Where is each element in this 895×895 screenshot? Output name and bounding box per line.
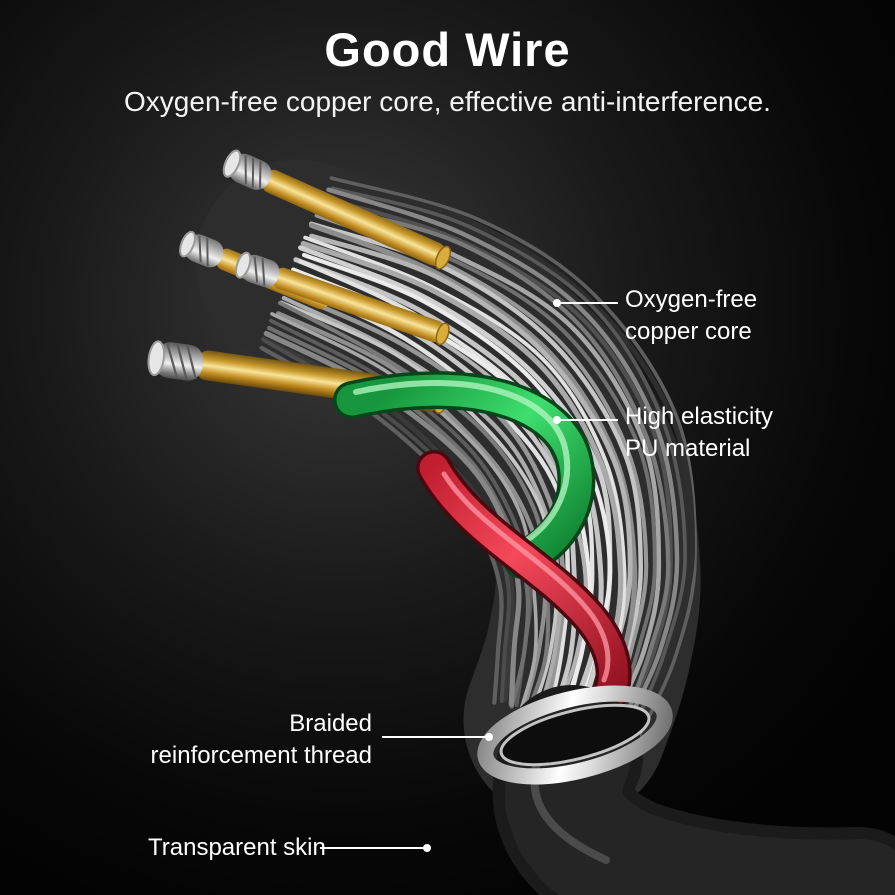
leader-dot-transparent-skin — [423, 844, 431, 852]
red-pu-wire — [416, 450, 632, 720]
callout-braided-thread-line2: reinforcement thread — [150, 742, 372, 769]
callout-copper-core-line2: copper core — [625, 318, 752, 345]
callout-braided-thread-line1: Braided — [289, 710, 372, 737]
leader-dot-braided-thread — [485, 733, 493, 741]
cable-strand — [283, 289, 567, 718]
cable-strand — [330, 186, 687, 738]
cable-strand — [322, 203, 671, 738]
copper-wire-1 — [222, 149, 452, 270]
callout-transparent-skin: Transparent skin — [148, 832, 326, 864]
callout-copper-core-line1: Oxygen-free — [625, 286, 758, 313]
callout-pu-material-line1: High elasticity — [625, 403, 774, 430]
leader-dot-copper-core — [553, 299, 561, 307]
page-subtitle: Oxygen-free copper core, effective anti-… — [124, 86, 771, 117]
callout-pu-material-line2: PU material — [625, 435, 751, 462]
cable-strand — [270, 312, 538, 710]
leader-dot-pu-material — [553, 416, 561, 424]
cable-strand — [276, 311, 548, 708]
skin-collar-ring — [477, 685, 673, 785]
cable-strand — [327, 180, 695, 740]
cable-strand — [326, 187, 680, 738]
cable-strand — [279, 300, 559, 711]
cable-strand — [288, 281, 571, 720]
cable-strand — [329, 176, 697, 741]
page-title: Good Wire — [324, 23, 571, 76]
cable-strand — [321, 196, 673, 735]
callout-pu-material: High elasticity PU material — [625, 401, 773, 465]
cable-strand — [314, 213, 657, 736]
copper-wire-3 — [235, 251, 450, 346]
callout-braided-thread: Braided reinforcement thread — [0, 708, 372, 772]
callout-copper-core: Oxygen-free copper core — [625, 284, 757, 348]
cable-strand — [318, 205, 662, 732]
cable-strand — [277, 300, 551, 711]
leader-lines — [320, 299, 618, 852]
green-pu-wire — [333, 371, 596, 579]
callout-transparent-skin-line1: Transparent skin — [148, 834, 326, 861]
